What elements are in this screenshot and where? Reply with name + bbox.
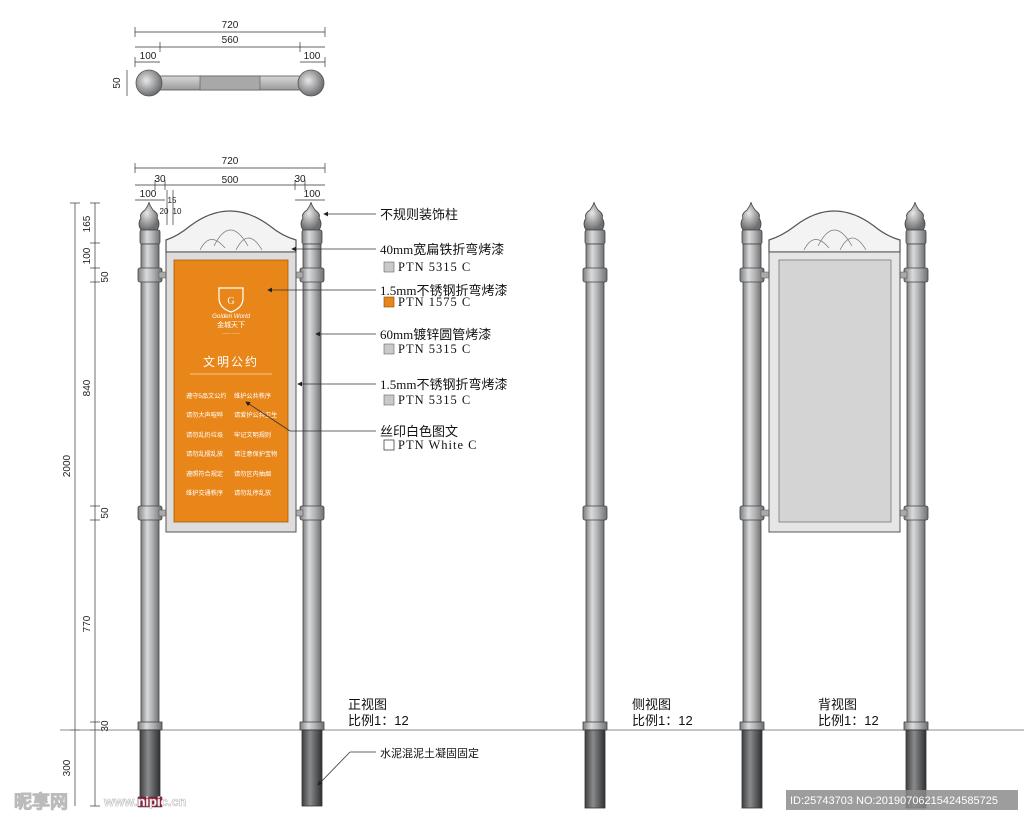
board-rule: 维护交通秩序	[186, 489, 223, 497]
front-dim-right-post: 100	[304, 189, 321, 200]
callout-list: 不规则装饰柱 40mm宽扁铁折弯烤漆 PTN 5315 C 1.5mm不锈钢折弯…	[380, 207, 507, 760]
front-view-title: 正视图	[348, 697, 387, 712]
vdim-2: 50	[100, 271, 111, 283]
watermark-brand: 昵享网 www.nipic.cn	[14, 791, 187, 813]
vdim-3: 840	[82, 379, 93, 396]
top-dimension-lines	[126, 27, 326, 96]
watermark-id: ID:25743703 NO:20190706215424585725	[790, 795, 998, 807]
callout-label: 40mm宽扁铁折弯烤漆	[380, 242, 504, 257]
board-logo-en: Golden World	[212, 313, 250, 320]
front-dim-right-gap: 30	[294, 174, 306, 185]
board-rule: 维护公共秩序	[234, 392, 271, 400]
svg-text:昵享网: 昵享网	[14, 791, 68, 812]
color-swatch	[383, 296, 395, 308]
front-dim-small-c: 10	[173, 207, 182, 216]
board-rule: 请勿乱摆乱放	[186, 450, 223, 458]
board-logo: G	[218, 287, 244, 313]
front-dimension-lines	[60, 163, 1024, 807]
vdim-7: 300	[62, 759, 73, 776]
board-rule: 请注意保护宝物	[234, 450, 277, 458]
back-view-title: 背视图	[818, 697, 857, 712]
board-rule: 请勿大声喧哗	[186, 411, 223, 419]
board-title: 文明公约	[203, 354, 259, 369]
color-swatch	[383, 394, 395, 406]
svg-text:www.nipic.cn: www.nipic.cn	[103, 794, 187, 809]
front-dim-overall: 720	[222, 156, 239, 167]
front-decorative-arch	[165, 210, 297, 253]
board-rules: 遵守5品文公约 维护公共秩序 请勿大声喧哗 请爱护公共卫生 请勿乱扔垃圾 牢记文…	[186, 392, 277, 497]
callout-leaders	[245, 211, 376, 786]
callout-label: 1.5mm不锈钢折弯烤漆	[380, 377, 507, 392]
board-rule: 遵守5品文公约	[186, 392, 227, 400]
vdim-4: 50	[100, 507, 111, 519]
callout-label: 不规则装饰柱	[380, 207, 458, 222]
vdim-6: 30	[100, 720, 111, 732]
front-post-left	[137, 201, 163, 808]
top-post-right	[297, 69, 325, 97]
callout-code: PTN 5315 C	[398, 393, 471, 407]
callout-code: PTN 5315 C	[398, 342, 471, 356]
board-rule: 请勿乱扔垃圾	[186, 431, 223, 439]
callout-label: 丝印白色图文	[380, 424, 458, 439]
vdim-total: 2000	[62, 454, 73, 477]
side-view-title: 侧视图	[632, 697, 671, 712]
foundation-note: 水泥混泥土凝固固定	[380, 746, 479, 760]
front-dim-small-b: 20	[160, 207, 169, 216]
board-rule: 请爱护公共卫生	[234, 411, 277, 419]
board-rule: 遵照符合规定	[186, 470, 223, 478]
front-dim-left-gap: 30	[154, 174, 166, 185]
front-dim-small-a: 15	[168, 196, 177, 205]
callout-code: PTN 1575 C	[398, 295, 471, 309]
top-dim-overall: 720	[222, 20, 239, 31]
board-logo-sub: —— ——	[222, 330, 239, 335]
top-view: 720 560 100 100 50	[112, 20, 326, 97]
vdim-0: 165	[82, 215, 93, 232]
back-view-scale: 比例1：12	[818, 713, 879, 728]
side-view	[582, 201, 608, 809]
top-dim-right: 100	[304, 51, 321, 62]
color-swatch	[383, 439, 395, 451]
front-post-right	[299, 201, 325, 807]
vdim-1: 100	[82, 247, 93, 264]
back-decorative-arch	[768, 210, 901, 253]
board-logo-cn: 金城天下	[217, 320, 245, 329]
back-view	[739, 201, 929, 809]
back-post-right	[903, 201, 929, 809]
front-dim-left-post: 100	[140, 189, 157, 200]
color-swatch	[383, 261, 395, 273]
board-rule: 请勿乱停乱放	[234, 489, 271, 497]
side-view-scale: 比例1：12	[632, 713, 693, 728]
callout-code: PTN White C	[398, 438, 478, 452]
svg-text:G: G	[227, 296, 234, 307]
board-rule: 牢记文明规则	[234, 431, 271, 439]
front-dim-board: 500	[222, 175, 239, 186]
back-board-panel	[778, 259, 892, 523]
board-rule: 请勿区内抽烟	[234, 470, 271, 478]
callout-label: 60mm镀锌圆管烤漆	[380, 327, 491, 342]
watermark-id-bar	[786, 790, 1018, 810]
front-view-scale: 比例1：12	[348, 713, 409, 728]
front-view: G Golden World 金城天下 —— —— 文明公约 遵守5品文公约 维…	[137, 201, 325, 808]
top-dim-depth: 50	[112, 77, 123, 89]
color-swatch	[383, 343, 395, 355]
vdim-5: 770	[82, 615, 93, 632]
top-post-left	[135, 69, 163, 97]
callout-label: 1.5mm不锈钢折弯烤漆	[380, 283, 507, 298]
top-dim-mid: 560	[222, 35, 239, 46]
top-dim-left: 100	[140, 51, 157, 62]
callout-code: PTN 5315 C	[398, 260, 471, 274]
front-board-panel	[173, 259, 289, 523]
back-post-left	[739, 201, 765, 809]
